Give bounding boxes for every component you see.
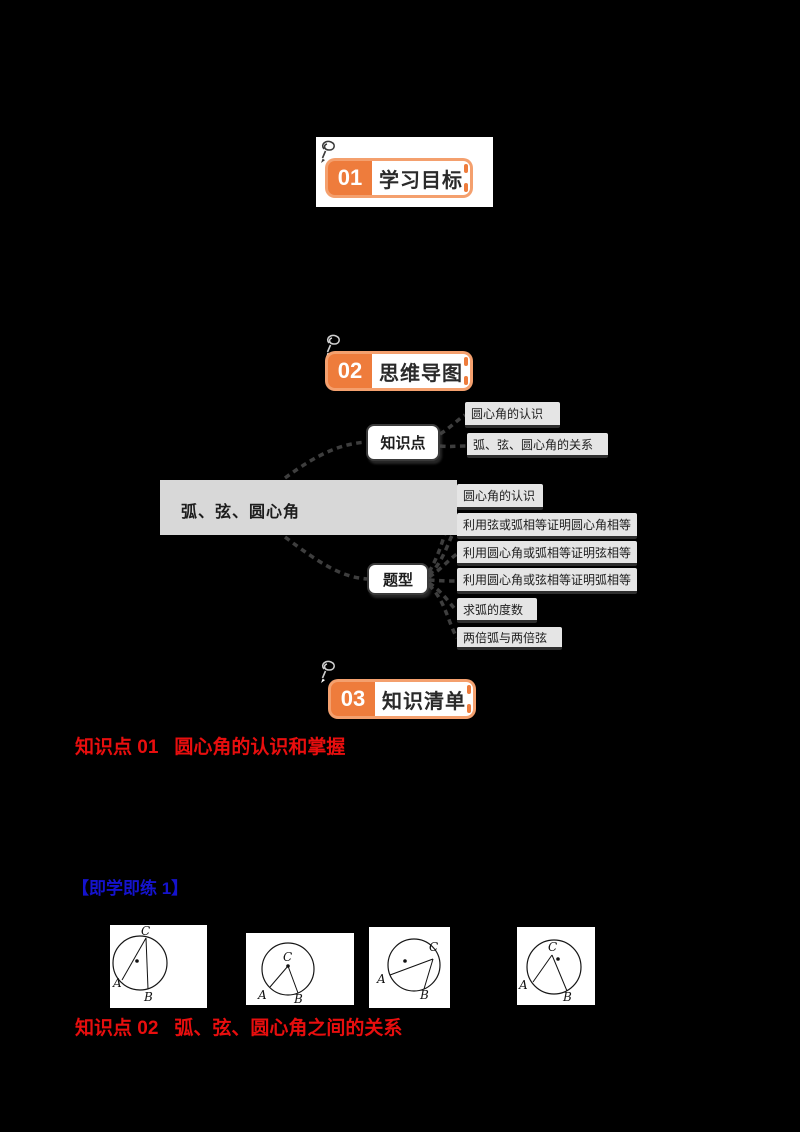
knowledge-point-label: 知识点 02 (75, 1018, 159, 1039)
section-title-text: 学习目标 (379, 169, 463, 192)
diagram-label: B (293, 992, 303, 1005)
section-title: 学习目标 (372, 161, 470, 195)
circle-diagram-4: C A B (517, 927, 595, 1005)
knowledge-point-title: 弧、弦、圆心角之间的关系 (174, 1018, 403, 1039)
mindmap-leaf: 弧、弦、圆心角的关系 (467, 433, 608, 458)
mindmap-leaf: 求弧的度数 (457, 598, 537, 623)
badge-notch (464, 376, 468, 385)
mindmap-leaf: 圆心角的认识 (465, 402, 560, 428)
knowledge-point-title: 圆心角的认识和掌握 (174, 737, 346, 758)
pin-icon (321, 140, 335, 163)
knowledge-point-label: 知识点 01 (75, 737, 159, 758)
diagram-label: C (283, 950, 292, 964)
badge-notch (464, 357, 468, 366)
mindmap-leaf: 利用圆心角或弦相等证明弧相等 (457, 568, 637, 594)
circle-diagram-3: C A B (369, 927, 450, 1008)
mindmap-leaf: 两倍弧与两倍弦 (457, 627, 562, 650)
badge-notch (467, 704, 471, 713)
section-badge-03: 03 知识清单 (328, 679, 476, 719)
diagram-label: C (429, 940, 438, 954)
section-number: 01 (328, 161, 372, 195)
pin-icon (321, 660, 335, 683)
section-badge-02: 02 思维导图 (325, 351, 473, 391)
section-number: 02 (328, 354, 372, 388)
diagram-label: C (141, 925, 150, 938)
section-title: 知识清单 (375, 682, 473, 716)
knowledge-point-heading-2: 知识点 02 弧、弦、圆心角之间的关系 (75, 1013, 402, 1040)
mindmap-root (160, 480, 457, 535)
section-number: 03 (331, 682, 375, 716)
mindmap-leaf: 利用圆心角或弧相等证明弦相等 (457, 541, 637, 566)
mindmap-leaf: 圆心角的认识 (457, 484, 543, 510)
knowledge-point-heading-1: 知识点 01 圆心角的认识和掌握 (75, 732, 345, 759)
section-title-text: 思维导图 (379, 362, 463, 385)
section-badge-01: 01 学习目标 (325, 158, 473, 198)
mindmap-leaf: 利用弦或弧相等证明圆心角相等 (457, 513, 637, 539)
section-title: 思维导图 (372, 354, 470, 388)
diagram-label: A (518, 978, 528, 992)
badge-notch (464, 183, 468, 192)
section-title-text: 知识清单 (382, 690, 466, 713)
mindmap-node-knowledge-points: 知识点 (366, 424, 440, 461)
diagram-label: B (419, 988, 429, 1002)
mindmap-node-problem-types: 题型 (367, 563, 429, 595)
badge-notch (464, 164, 468, 173)
diagram-label: A (257, 988, 267, 1002)
diagram-label: A (112, 976, 122, 990)
diagram-label: A (376, 972, 386, 986)
circle-diagram-2: C A B (246, 933, 354, 1005)
circle-diagram-1: C A B (110, 925, 207, 1008)
badge-notch (467, 685, 471, 694)
mindmap-root-label: 弧、弦、圆心角 (181, 504, 301, 521)
practice-label: 【即学即练 1】 (72, 879, 189, 898)
diagram-label: B (562, 990, 572, 1004)
diagram-label: B (143, 990, 153, 1004)
diagram-label: C (548, 940, 557, 954)
